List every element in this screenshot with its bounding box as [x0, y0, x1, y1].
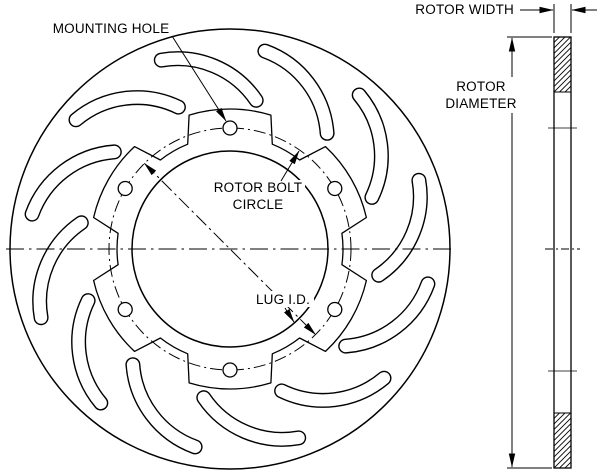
- rotor-bolt-circle-label-line2: CIRCLE: [233, 197, 284, 212]
- mounting-hole: [117, 301, 133, 318]
- labels: MOUNTING HOLE ROTOR BOLT CIRCLE LUG I.D.…: [53, 2, 517, 307]
- label-knockout: [211, 180, 305, 213]
- rotor-bolt-circle-label-line1: ROTOR BOLT: [214, 180, 303, 195]
- mounting-hole: [222, 362, 238, 378]
- leader-arrows: [171, 35, 300, 323]
- lug-id-leader: [284, 307, 295, 323]
- rotor-width-label: ROTOR WIDTH: [415, 2, 514, 17]
- rotor-slot: [33, 216, 88, 324]
- rotor-slot: [69, 91, 185, 126]
- rotor-diameter-label-line1: ROTOR: [456, 79, 506, 94]
- bolt-circle-leader: [280, 150, 300, 182]
- mounting-hole: [327, 301, 343, 318]
- rotor-section-body: [553, 36, 572, 469]
- rotor-side-section-view: [507, 4, 597, 469]
- lug-id-label: LUG I.D.: [256, 292, 310, 307]
- rotor-slot: [197, 391, 305, 446]
- rotor-slot: [339, 277, 434, 353]
- rotor-slot: [275, 372, 391, 407]
- section-hatch-bottom: [554, 413, 571, 468]
- rotor-slot: [372, 174, 427, 282]
- rotor-diameter-label-line2: DIAMETER: [445, 96, 516, 111]
- mounting-hole-leader: [171, 35, 227, 122]
- section-hatch-top: [554, 37, 571, 92]
- label-knockout: [252, 291, 314, 307]
- mounting-hole: [117, 180, 133, 197]
- mounting-hole: [327, 180, 343, 197]
- rotor-slot: [353, 88, 388, 204]
- mounting-hole: [222, 120, 238, 136]
- rotor-slot: [126, 358, 202, 453]
- mounting-hole-label: MOUNTING HOLE: [53, 21, 170, 36]
- rotor-slot: [26, 145, 121, 221]
- rotor-slot: [258, 45, 334, 140]
- rotor-slot: [155, 52, 263, 107]
- rotor-slot: [72, 294, 107, 410]
